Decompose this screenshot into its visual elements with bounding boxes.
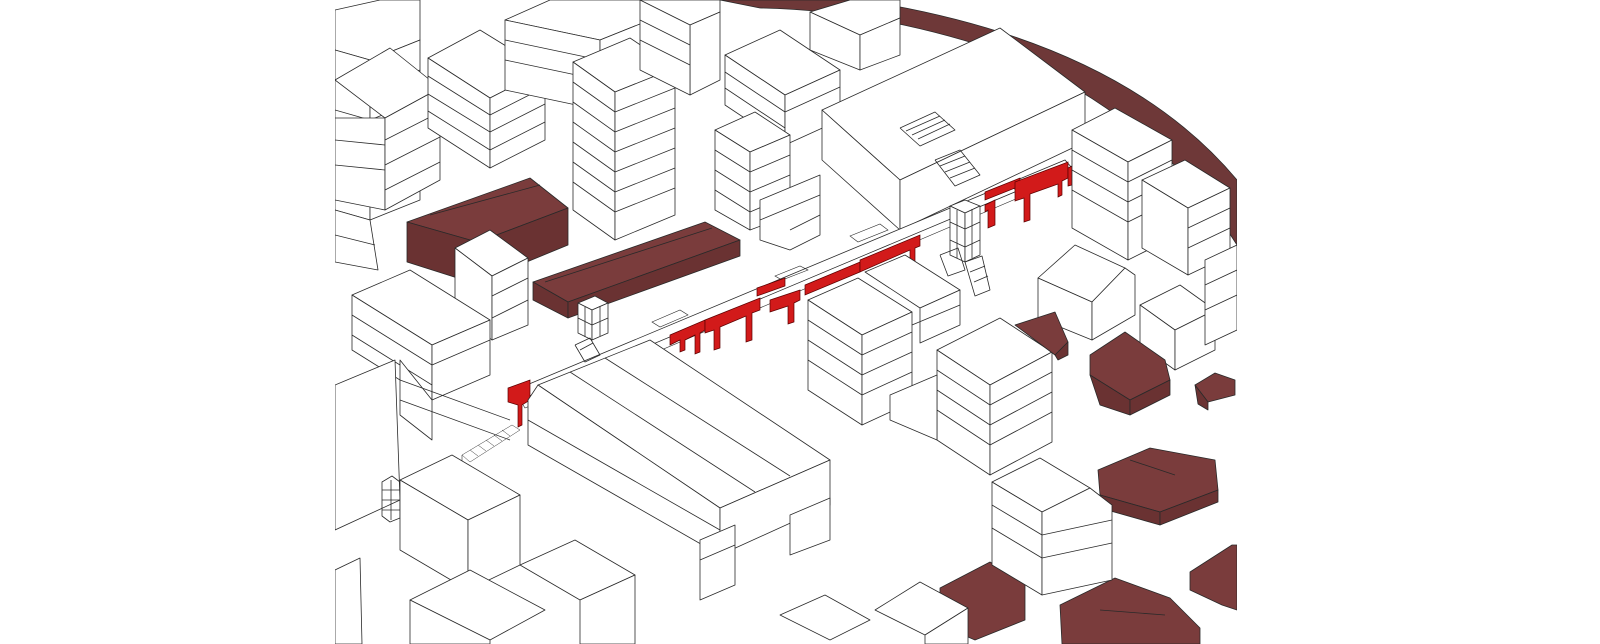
- building-block-far-right: [1204, 244, 1237, 346]
- building-large-shed-front: [527, 339, 831, 601]
- historic-building-right-3: [1194, 372, 1236, 411]
- building-block-centre-right-2: [864, 254, 961, 344]
- historic-building-right-4: [1097, 447, 1219, 526]
- building-block-top-centre: [639, 0, 721, 96]
- historic-building-long: [532, 221, 741, 319]
- building-block-top-left-2: [335, 47, 441, 211]
- building-stepped-block: [759, 174, 821, 251]
- building-block-right-mid: [889, 317, 1053, 476]
- lift-tower-right: [939, 199, 991, 297]
- building-edge-bottom-left: [335, 557, 363, 644]
- elevated-walkway-supports: [507, 161, 1073, 428]
- building-block-right-small: [1139, 284, 1216, 371]
- historic-building-bottom-3: [1189, 544, 1237, 611]
- building-pitched-right: [1037, 244, 1136, 341]
- historic-building-right-1: [1014, 311, 1069, 361]
- building-block-mid-tower: [714, 111, 791, 231]
- building-block-left-front: [351, 269, 491, 401]
- historic-building-bottom-2: [1059, 577, 1201, 644]
- building-large-block-top-right: [821, 27, 1086, 231]
- building-tall-left: [335, 359, 511, 531]
- building-block-top-right-small: [809, 0, 901, 71]
- lift-tower-left: [574, 295, 609, 363]
- building-block-bottom-centre: [779, 581, 969, 644]
- building-block-centre-right: [807, 277, 913, 426]
- building-block-front-bottom-left: [409, 539, 636, 644]
- building-block-left-edge: [335, 209, 379, 271]
- building-block-front-right: [991, 457, 1113, 596]
- building-block-front-left: [399, 454, 521, 591]
- historic-building-right-2: [1089, 331, 1171, 416]
- stair-left: [461, 424, 521, 465]
